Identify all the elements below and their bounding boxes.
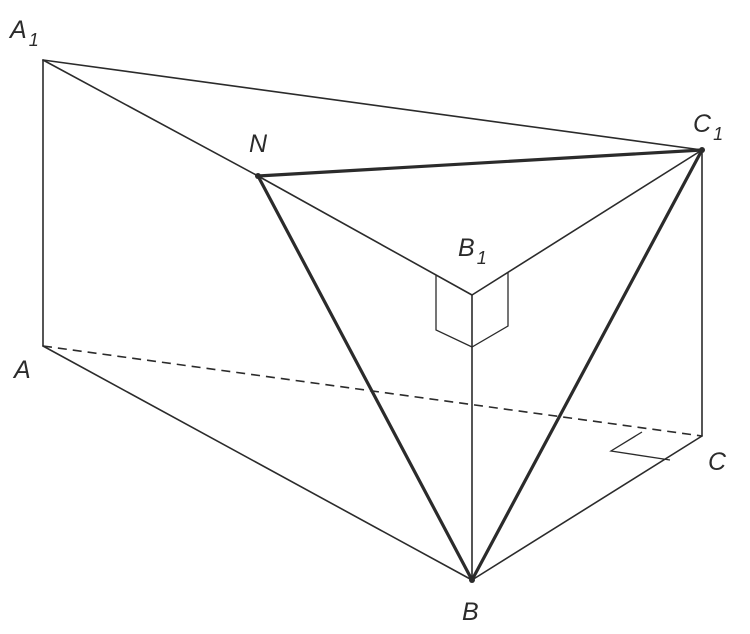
edge-BC [471, 435, 703, 581]
label-C: C [708, 448, 727, 476]
label-N: N [249, 130, 268, 158]
label-B: B [462, 598, 479, 626]
label-A: A [12, 356, 31, 384]
edge-A1N [42, 59, 259, 177]
point-C1 [699, 147, 705, 153]
right-angle-mark-B1 [435, 272, 509, 348]
segment-BC1 [470, 148, 704, 582]
edge-AB [42, 345, 473, 581]
segment-NB [256, 174, 474, 582]
edge-A1C1 [42, 59, 703, 151]
edge-B1C1 [471, 149, 703, 296]
point-B [469, 577, 475, 583]
right-angle-mark-C [609, 431, 671, 461]
point-N [255, 173, 261, 179]
segment-NC1 [256, 148, 704, 178]
